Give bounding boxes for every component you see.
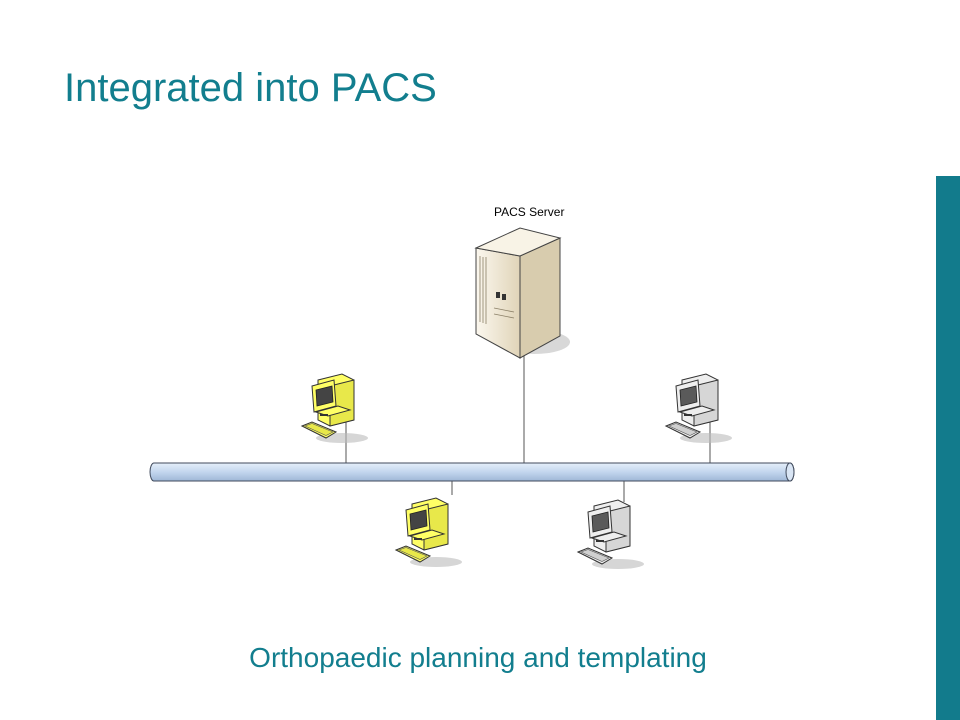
network-bus: [149, 462, 795, 482]
workstation-top-right-icon: [665, 373, 733, 444]
side-accent-bar: [936, 176, 960, 720]
caption-text: Orthopaedic planning and templating: [249, 642, 707, 673]
workstation-bottom-left-icon: [395, 497, 463, 568]
slide-title: Integrated into PACS: [64, 66, 437, 110]
server-icon: [474, 227, 570, 359]
workstation-bottom-right-icon: [577, 499, 645, 570]
server-label: PACS Server: [494, 205, 565, 219]
slide-caption: Orthopaedic planning and templating: [0, 642, 960, 674]
workstation-top-left-icon: [301, 373, 369, 444]
